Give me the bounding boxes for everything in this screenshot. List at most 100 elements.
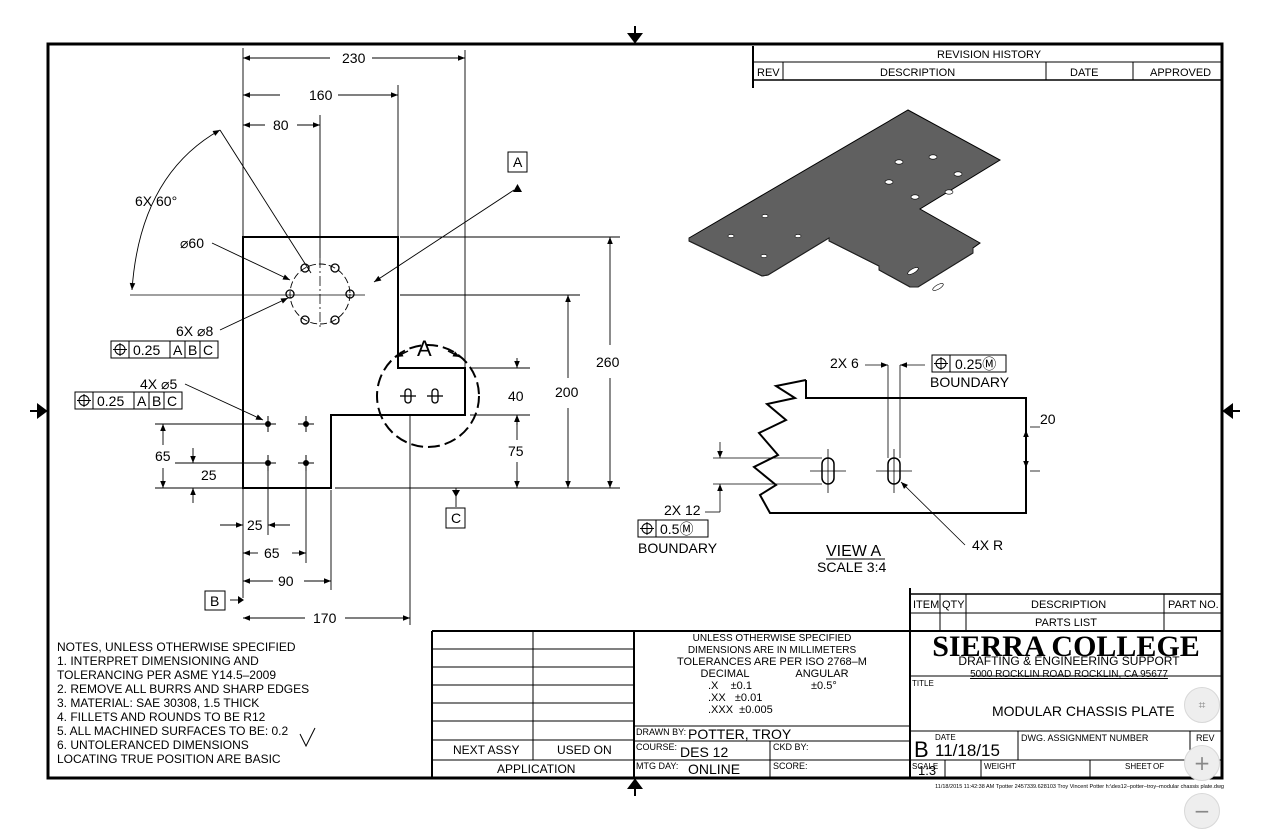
- fit-screen-button[interactable]: ⌗: [1184, 687, 1220, 723]
- plus-icon: +: [1193, 751, 1211, 775]
- zoom-out-button[interactable]: −: [1184, 793, 1220, 829]
- tol-angular-value: ±0.5°: [811, 680, 837, 692]
- detail-label: A: [417, 336, 432, 361]
- centering-marks: [30, 26, 1240, 796]
- view-a-radius: 4X R: [972, 537, 1003, 553]
- parts-list-table: [432, 588, 1222, 778]
- tol-angular: ANGULAR: [795, 668, 848, 680]
- plot-stamp: 11/18/2015 11:42:38 AM Tpotter 2457339.6…: [935, 784, 1224, 790]
- title-label: TITLE: [912, 679, 934, 688]
- note-line: TOLERANCING PER ASME Y14.5–2009: [57, 668, 276, 682]
- minus-icon: −: [1193, 799, 1211, 823]
- dim-4x-holes: 4X ⌀5: [140, 376, 177, 392]
- isometric-view: [688, 109, 1001, 291]
- dim-65-horizontal: 65: [264, 545, 280, 561]
- parts-title: PARTS LIST: [1035, 617, 1097, 629]
- fcf2-datum-c: C: [167, 393, 177, 409]
- dim-200: 200: [555, 384, 579, 400]
- tol-line1: UNLESS OTHERWISE SPECIFIED: [693, 633, 852, 644]
- datum-b: B: [210, 593, 219, 609]
- school-address: 5000 ROCKLIN ROAD ROCKLIN, CA 95677: [970, 669, 1168, 680]
- revision-date: DATE: [1070, 67, 1099, 79]
- fcf1-tolerance: 0.25: [133, 342, 160, 358]
- scale-label: SCALE: [912, 762, 938, 771]
- tol-xx: .XX ±0.01: [708, 692, 762, 704]
- dim-230: 230: [342, 50, 366, 66]
- dim-angle: 6X 60°: [135, 193, 177, 209]
- note-line: 5. ALL MACHINED SURFACES TO BE: 0.2: [57, 724, 289, 738]
- view-a-height: 20: [1040, 411, 1056, 427]
- note-line: 1. INTERPRET DIMENSIONING AND: [57, 654, 259, 668]
- plate-top-view: [129, 48, 620, 625]
- tol-line2: DIMENSIONS ARE IN MILLIMETERS: [688, 645, 857, 656]
- surface-finish-symbol: [299, 727, 316, 748]
- tol-xxx: .XXX ±0.005: [708, 704, 773, 716]
- of-label: OF: [1153, 762, 1164, 771]
- datum-c: C: [451, 510, 461, 526]
- dim-170: 170: [313, 610, 337, 626]
- title-block-left: [634, 725, 910, 778]
- note-line: 3. MATERIAL: SAE 30308, 1.5 THICK: [57, 696, 259, 710]
- dim-75: 75: [508, 443, 524, 459]
- feature-control-frame-2: 0.25 A B C: [74, 391, 183, 410]
- view-a-slot-width: 2X 6: [830, 355, 859, 371]
- drawn-by-value: POTTER, TROY: [688, 726, 792, 742]
- score-label: SCORE:: [773, 761, 808, 771]
- app-next-assy: NEXT ASSY: [453, 743, 519, 757]
- datum-a: A: [513, 154, 523, 170]
- view-a-scale: SCALE 3:4: [817, 559, 886, 575]
- dim-40: 40: [508, 388, 524, 404]
- revision-approved: APPROVED: [1150, 67, 1211, 79]
- fcf2-datum-a: A: [137, 393, 147, 409]
- dim-90: 90: [278, 573, 294, 589]
- fcf2-tolerance: 0.25: [97, 393, 124, 409]
- parts-part-no: PART NO.: [1168, 599, 1219, 611]
- note-line: 2. REMOVE ALL BURRS AND SHARP EDGES: [57, 682, 309, 696]
- zoom-in-button[interactable]: +: [1184, 745, 1220, 781]
- dim-25-horizontal: 25: [247, 517, 263, 533]
- rev-label: REV: [1196, 733, 1215, 743]
- tol-line3: TOLERANCES ARE PER ISO 2768–M: [677, 656, 867, 668]
- note-line: LOCATING TRUE POSITION ARE BASIC: [57, 752, 281, 766]
- dim-25-vertical: 25: [201, 467, 217, 483]
- detail-circle: [376, 344, 480, 448]
- mtg-day-value: ONLINE: [688, 761, 740, 777]
- scale-value: 1:3: [918, 763, 936, 778]
- course-label: COURSE:: [636, 742, 677, 752]
- view-a-title: VIEW A: [826, 543, 881, 560]
- drawn-by-label: DRAWN BY:: [636, 727, 686, 737]
- parts-item: ITEM: [913, 599, 939, 611]
- app-label: APPLICATION: [497, 762, 575, 776]
- view-a-boundary-top: BOUNDARY: [930, 374, 1010, 390]
- note-line: 6. UNTOLERANCED DIMENSIONS: [57, 738, 249, 752]
- tol-x: .X ±0.1: [708, 680, 752, 692]
- detail-view-a: [637, 354, 1040, 546]
- parts-qty: QTY: [942, 599, 965, 611]
- title-block-right: [910, 675, 1222, 778]
- mtg-day-label: MTG DAY:: [636, 761, 678, 771]
- revision-title: REVISION HISTORY: [937, 49, 1042, 61]
- fit-screen-icon: ⌗: [1198, 697, 1206, 712]
- plate-outline: [242, 236, 466, 489]
- sheet-size: B: [914, 737, 929, 762]
- view-a-slot-spacing: 2X 12: [664, 502, 701, 518]
- revision-description: DESCRIPTION: [880, 67, 955, 79]
- fcf1-datum-b: B: [188, 342, 197, 358]
- dwg-number-label: DWG. ASSIGNMENT NUMBER: [1021, 733, 1149, 743]
- feature-control-frame-1: 0.25 A B C: [110, 340, 219, 359]
- dim-80: 80: [273, 117, 289, 133]
- dim-160: 160: [309, 87, 333, 103]
- ckd-by-label: CKD BY:: [773, 742, 809, 752]
- fcf1-datum-a: A: [173, 342, 183, 358]
- dim-6x-holes: 6X ⌀8: [176, 323, 213, 339]
- view-a-tol-top: 0.25Ⓜ: [955, 356, 996, 372]
- fcf2-datum-b: B: [152, 393, 161, 409]
- dim-260: 260: [596, 354, 620, 370]
- view-a-boundary-left: BOUNDARY: [638, 540, 718, 556]
- weight-label: WEIGHT: [984, 762, 1016, 771]
- view-a-tol-left: 0.5Ⓜ: [660, 521, 693, 537]
- revision-history-table: [752, 46, 1222, 88]
- parts-description: DESCRIPTION: [1031, 599, 1106, 611]
- department: DRAFTING & ENGINEERING SUPPORT: [958, 654, 1180, 668]
